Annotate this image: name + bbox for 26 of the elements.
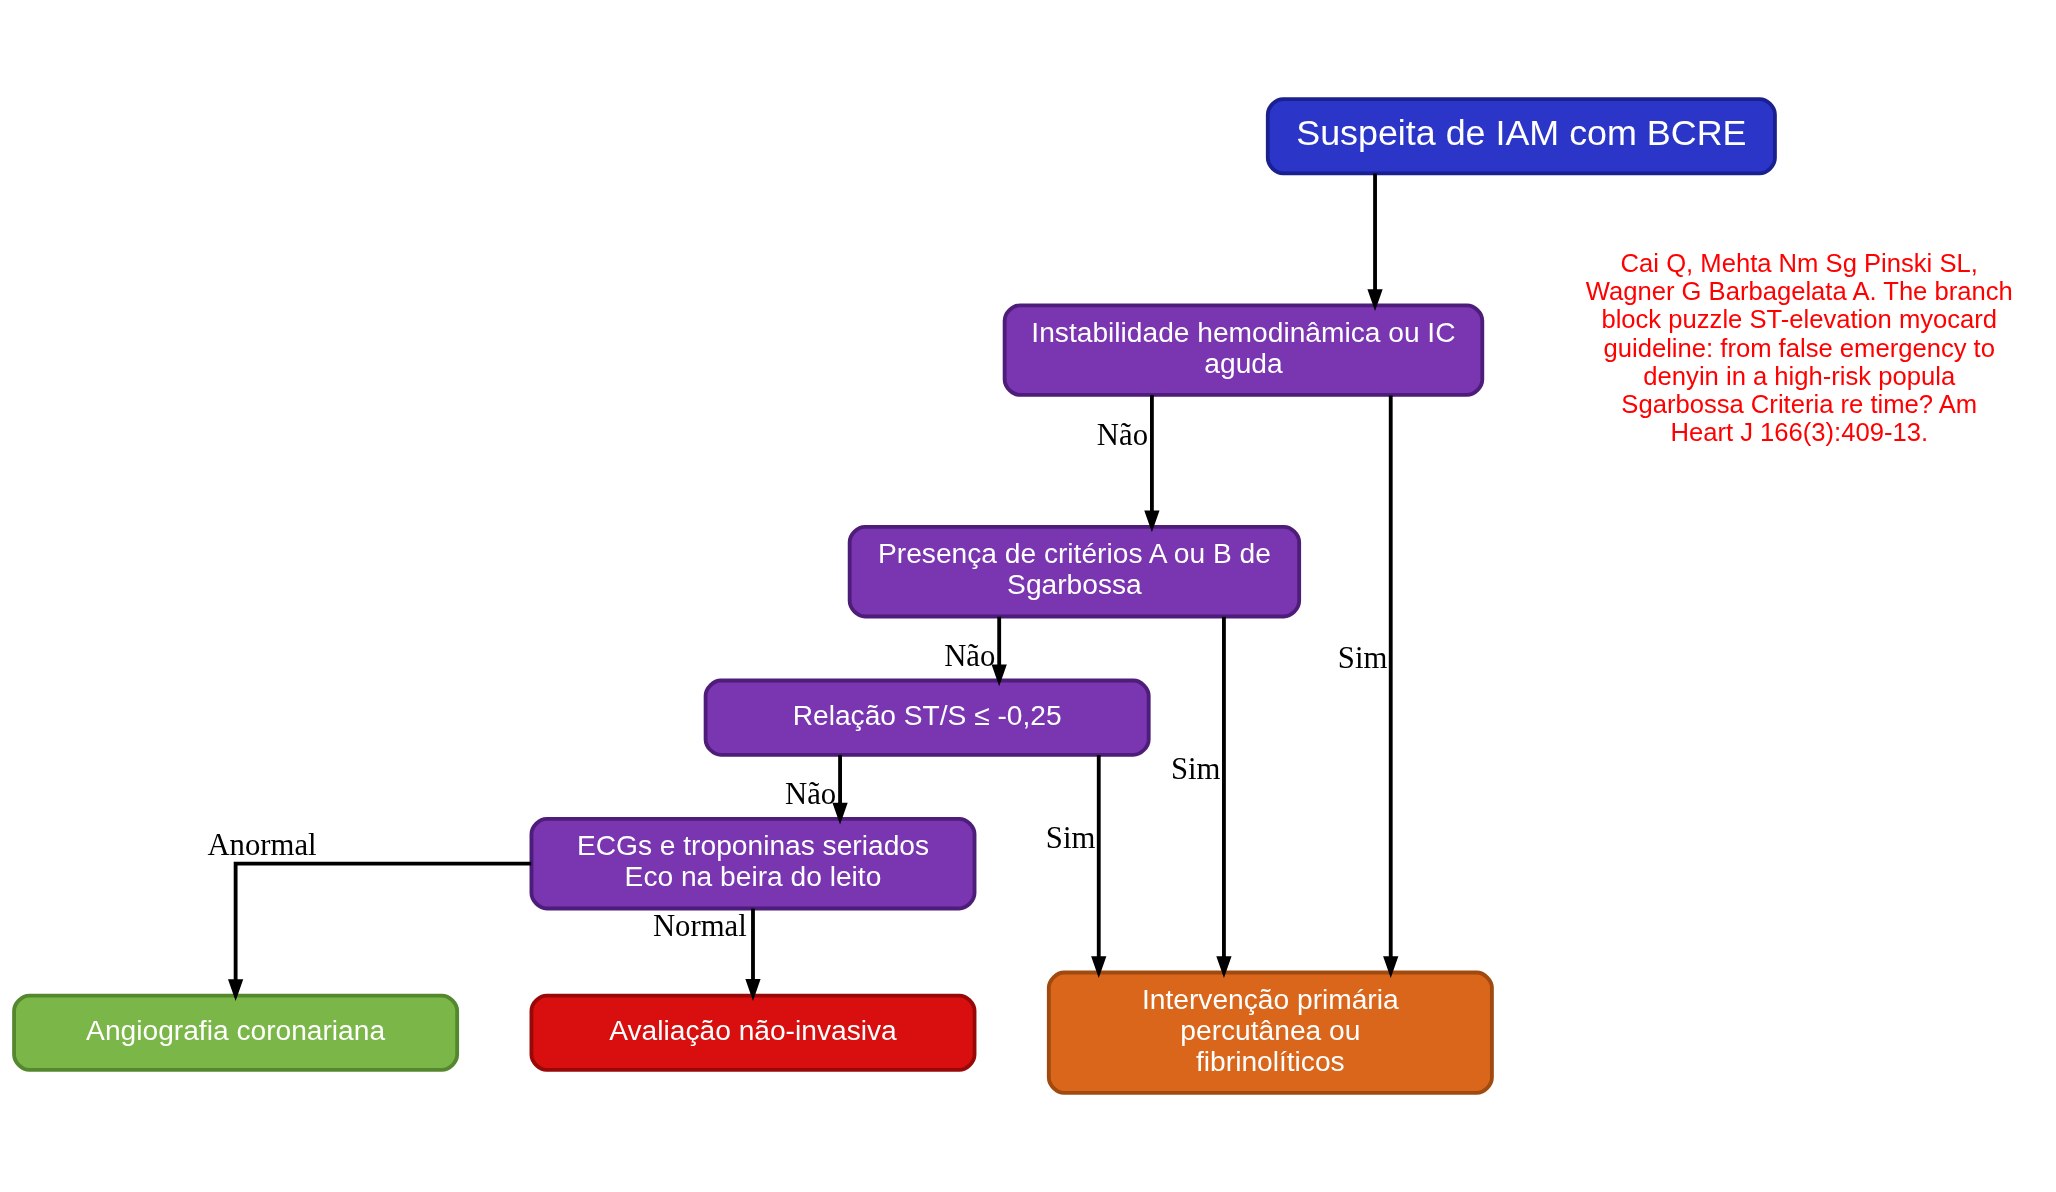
arrow [1144,394,1160,533]
arrow [228,861,532,1001]
node-box: ECGs e troponinas seriados Eco na beira do leito [529,816,977,911]
edge-label: Sim [1337,641,1388,676]
edge-label: Não [944,639,996,674]
edge-label: Não [1096,417,1149,452]
arrow [832,754,848,825]
node-box: Presença de critérios A ou B de Sgarbossa [847,524,1302,619]
edge-label: Sim [1045,820,1096,855]
node-box: Suspeita de IAM com BCRE [1265,97,1777,176]
arrow [1367,173,1383,311]
node-box: Angiografia coronariana [12,993,460,1072]
node-box: Avaliação não-invasiva [529,993,977,1072]
node-box: Intervenção primária percutânea ou fibrinolíticos [1046,970,1494,1095]
arrow [1091,755,1107,978]
edge-label: Anormal [207,827,317,862]
edge-label: Não [785,777,837,812]
edge-label: Sim [1171,751,1221,786]
arrow [991,616,1007,687]
label: Cai Q, Mehta Nm Sg Pinski SL, Wagner G Barbagelata A. The branch block puzzle ST-elevation myocard guideline: from false emergency to denyin in a high-risk popula Sgarbossa Criteria re time? Am Heart J 166(3):409-13. [1585,249,2013,447]
node-box: Instabilidade hemodinâmica ou IC aguda [1002,303,1485,397]
node-box: Relação ST/S ≤ -0,25 [703,678,1151,757]
edge-label: Normal [652,909,747,944]
arrow [745,908,761,1001]
arrow [1216,616,1232,979]
arrow [1383,395,1399,978]
